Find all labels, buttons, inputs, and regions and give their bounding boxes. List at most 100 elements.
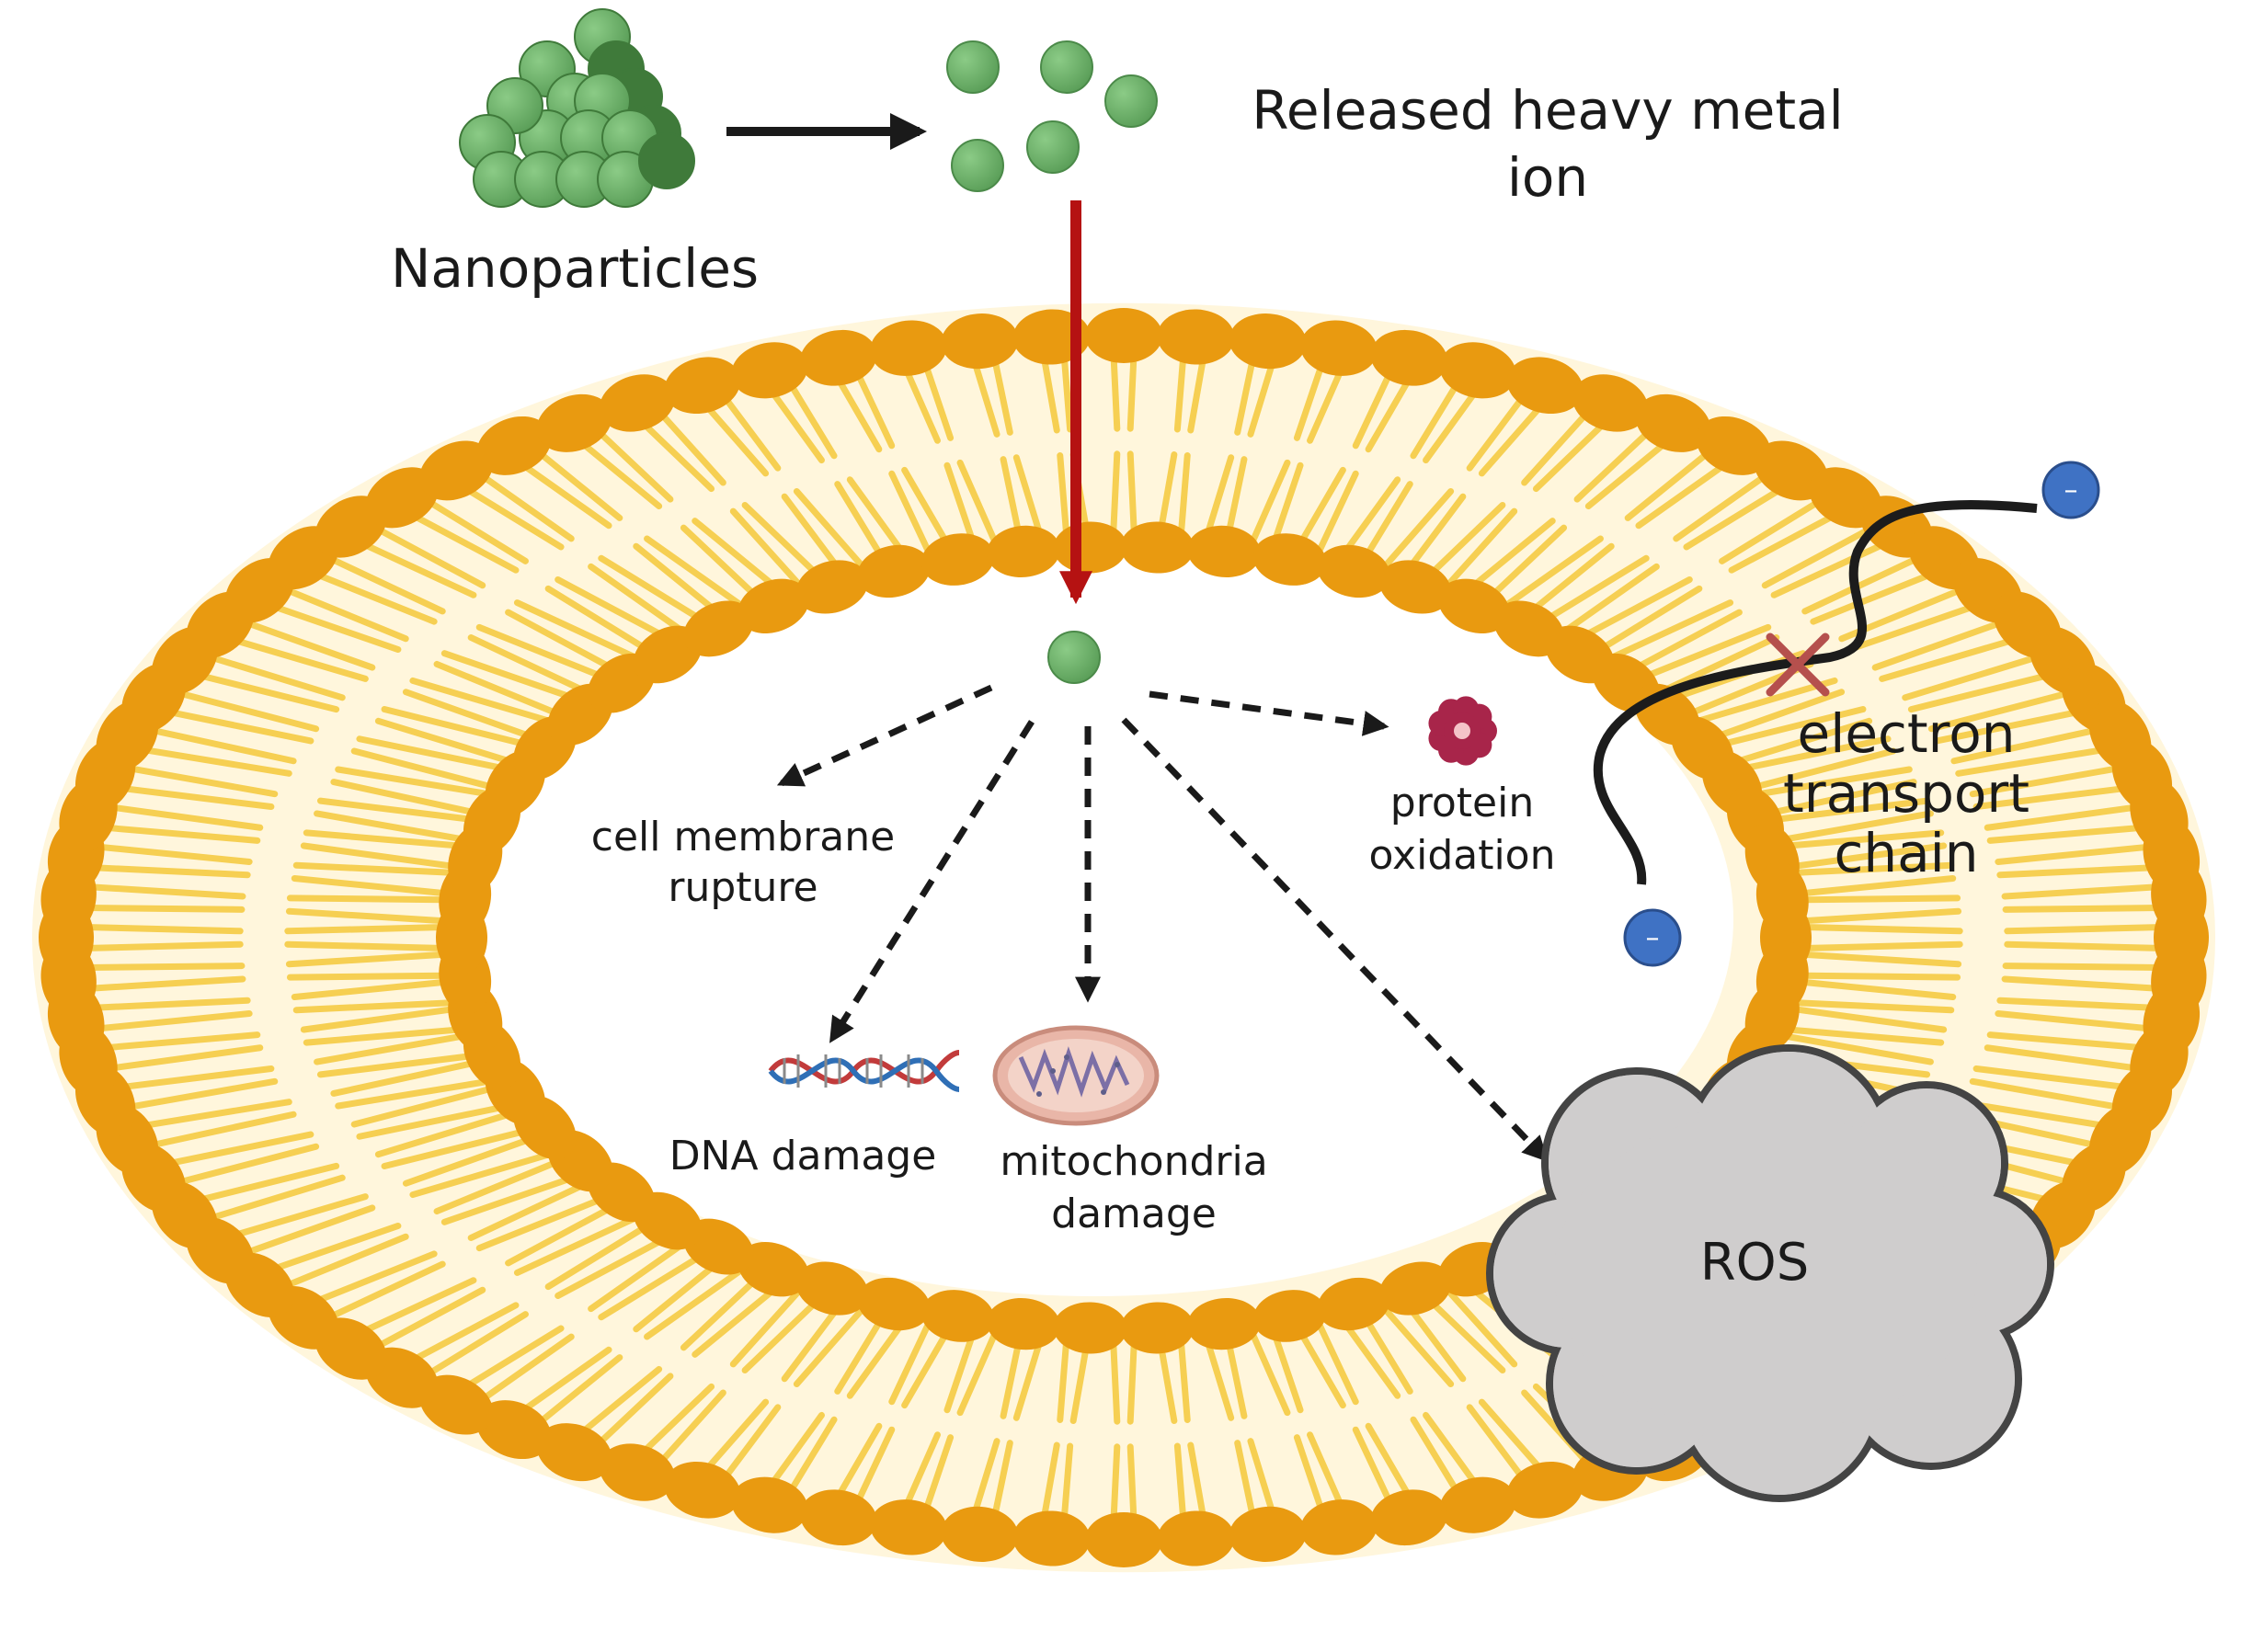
cell-membrane-rupture-label-line2: rupture <box>668 864 818 911</box>
lipid-tail <box>793 1297 874 1388</box>
protein-center <box>1454 723 1470 739</box>
lipid-head <box>2151 858 2207 936</box>
lipid-head <box>536 1423 612 1482</box>
lipid-tail <box>105 761 279 798</box>
lipid-head <box>1252 533 1327 586</box>
lipid-tail <box>291 874 470 899</box>
lipid-tail <box>1996 997 2177 1012</box>
lipid-tail <box>1986 822 2165 844</box>
mitochondria-damage-label-line1: mitochondria <box>1000 1138 1267 1185</box>
lipid-tail <box>314 810 486 847</box>
lipid-head <box>1157 309 1235 365</box>
intracellular-ion <box>1047 631 1101 684</box>
effect-arrows <box>776 684 1549 1163</box>
lipid-head <box>1187 1297 1261 1350</box>
lipid-head <box>799 329 877 386</box>
lipid-tail <box>120 1099 292 1133</box>
ros-cloud <box>1486 1044 2054 1502</box>
lipid-head <box>1317 1277 1390 1331</box>
lipid-tail <box>1766 1024 1945 1046</box>
lipid-tail <box>2001 882 2182 900</box>
lipid-tail <box>793 487 874 578</box>
lipid-tail <box>475 623 621 686</box>
lipid-tail <box>127 1111 297 1154</box>
lipid-tail <box>1995 1010 2174 1034</box>
lipid-tail <box>644 1259 755 1340</box>
lipid-head <box>1572 374 1649 432</box>
svg-text:–: – <box>1646 922 1660 954</box>
lipid-tail <box>1435 1276 1518 1368</box>
etc-label-line1: electron <box>1798 702 2016 765</box>
etc-label-line2: transport <box>1783 762 2029 825</box>
lipid-tail <box>1680 677 1838 729</box>
lipid-tail <box>1740 766 1913 800</box>
nanoparticles-label: Nanoparticles <box>391 237 759 300</box>
lipid-head <box>920 533 995 586</box>
lipid-head <box>599 1443 676 1501</box>
lipid-tail <box>335 1076 508 1110</box>
lipid-tail <box>1755 797 1931 826</box>
lipid-head <box>795 1261 869 1316</box>
lipid-tail <box>314 1029 486 1065</box>
lipid-tail <box>1781 907 1962 926</box>
lipid-tail <box>1723 735 1892 776</box>
lipid-head <box>1317 544 1390 598</box>
lipid-tail <box>1703 706 1867 752</box>
lipid-head <box>1053 1302 1127 1354</box>
lipid-head <box>1252 1290 1327 1342</box>
lipid-tail <box>409 677 567 729</box>
lipid-tail <box>1761 1029 1934 1065</box>
mitochondria-icon <box>992 1025 1160 1126</box>
lipid-head <box>731 1476 808 1533</box>
protein-icon <box>1428 696 1497 766</box>
electron-icon: – <box>1623 908 1682 967</box>
lipid-head <box>1300 1499 1378 1555</box>
lipid-tail <box>65 975 246 994</box>
nanoparticle-cluster-icon <box>459 8 695 208</box>
lipid-tail <box>1996 863 2177 879</box>
lipid-tail <box>74 1010 253 1034</box>
lipid-tail <box>127 722 297 765</box>
lipid-head <box>1378 1261 1452 1316</box>
lipid-tail <box>1984 1044 2161 1075</box>
lipid-tail <box>381 706 544 752</box>
lipid-tail <box>1761 810 1934 847</box>
arrow-to-membrane-rupture <box>776 684 993 787</box>
lipid-tail <box>86 1044 264 1075</box>
lipid-tail <box>1374 487 1455 578</box>
lipid-tail <box>1244 1319 1291 1417</box>
lipid-head <box>536 393 612 452</box>
ion-particle <box>946 40 1000 94</box>
inhibition-x-icon <box>1766 632 1830 697</box>
lipid-head <box>1120 1302 1195 1354</box>
lipid-tail <box>86 801 264 831</box>
svg-text:–: – <box>2064 474 2078 507</box>
lipid-tail <box>1986 1031 2165 1054</box>
lipid-tail <box>64 904 246 913</box>
lipid-tail <box>356 735 524 776</box>
lipid-head <box>1370 329 1448 386</box>
protein-oxidation-label-line1: protein <box>1390 780 1534 826</box>
lipid-head <box>870 1499 947 1555</box>
lipid-tail <box>1770 842 1948 872</box>
lipid-head <box>1506 357 1584 415</box>
lipid-tail <box>1780 894 1961 904</box>
lipid-tail <box>1775 998 1955 1014</box>
lipid-tail <box>1780 972 1961 981</box>
arrow-to-protein-oxidation <box>1149 690 1389 736</box>
lipid-tail <box>316 1050 493 1078</box>
lipid-head <box>941 313 1019 370</box>
lipid-tail <box>1972 782 2149 811</box>
lipid-tail <box>98 782 275 811</box>
lipid-tail <box>1770 1003 1948 1033</box>
lipid-tail <box>71 863 251 879</box>
protein-oxidation-label-line2: oxidation <box>1368 832 1555 879</box>
lipid-tail <box>1778 874 1957 899</box>
etc-wire <box>1593 500 2038 885</box>
lipid-head <box>1439 1476 1516 1533</box>
lipid-head <box>857 1277 931 1331</box>
ros-label: ROS <box>1700 1233 1810 1293</box>
lipid-head <box>419 440 494 501</box>
released-ion-particles <box>946 40 1158 192</box>
